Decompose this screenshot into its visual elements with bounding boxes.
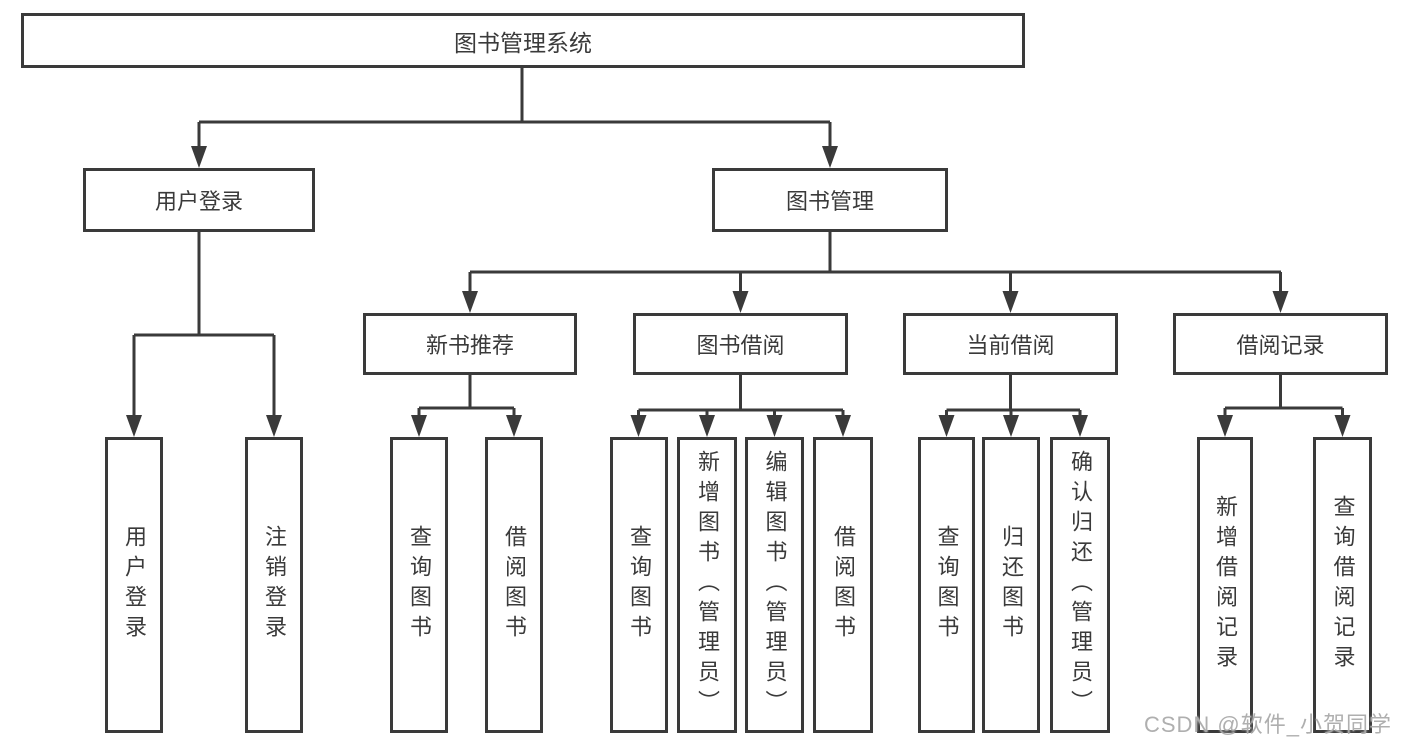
leaf-add-book-admin-label: 新增图书（管理员） — [695, 450, 720, 720]
leaf-logout-label: 注销登录 — [262, 525, 287, 645]
leaf-user-login-label: 用户登录 — [122, 525, 147, 645]
watermark: CSDN @软件_小贺同学 — [1143, 712, 1392, 737]
leaf-borrow-books-recommend-label: 借阅图书 — [502, 525, 527, 645]
node-borrow-records: 借阅记录 — [1173, 313, 1388, 375]
leaf-edit-book-admin: 编辑图书（管理员） — [745, 437, 804, 733]
leaf-borrow-books-recommend: 借阅图书 — [485, 437, 543, 733]
leaf-add-book-admin: 新增图书（管理员） — [677, 437, 737, 733]
node-user-login: 用户登录 — [83, 168, 315, 232]
leaf-edit-book-admin-label: 编辑图书（管理员） — [762, 450, 788, 720]
node-new-book-recommend-label: 新书推荐 — [425, 333, 514, 358]
node-book-borrow-label: 图书借阅 — [696, 333, 785, 358]
arrowheads — [126, 146, 1351, 437]
connector-segments — [132, 68, 1344, 417]
leaf-query-borrow-record: 查询借阅记录 — [1313, 437, 1372, 733]
node-new-book-recommend: 新书推荐 — [363, 313, 577, 375]
node-book-management-label: 图书管理 — [785, 189, 874, 214]
leaf-query-books-recommend: 查询图书 — [390, 437, 448, 733]
leaf-confirm-return-admin: 确认归还（管理员） — [1050, 437, 1110, 733]
leaf-query-books-current: 查询图书 — [918, 437, 975, 733]
leaf-logout: 注销登录 — [245, 437, 303, 733]
leaf-add-borrow-record: 新增借阅记录 — [1197, 437, 1253, 733]
leaf-confirm-return-admin-label: 确认归还（管理员） — [1068, 450, 1093, 720]
node-book-borrow: 图书借阅 — [633, 313, 848, 375]
leaf-query-borrow-record-label: 查询借阅记录 — [1330, 495, 1356, 675]
leaf-query-books-borrow: 查询图书 — [610, 437, 668, 733]
leaf-borrow-books-label: 借阅图书 — [831, 525, 856, 645]
leaf-return-book-label: 归还图书 — [999, 525, 1024, 645]
leaf-query-books-current-label: 查询图书 — [934, 525, 960, 645]
node-user-login-label: 用户登录 — [154, 189, 243, 214]
node-root: 图书管理系统 — [21, 13, 1025, 68]
node-borrow-records-label: 借阅记录 — [1236, 333, 1325, 358]
leaf-query-books-recommend-label: 查询图书 — [407, 525, 432, 645]
node-current-borrow-label: 当前借阅 — [966, 333, 1055, 358]
leaf-add-borrow-record-label: 新增借阅记录 — [1213, 495, 1238, 675]
leaf-return-book: 归还图书 — [982, 437, 1040, 733]
leaf-borrow-books: 借阅图书 — [813, 437, 873, 733]
node-book-management: 图书管理 — [712, 168, 948, 232]
node-root-label: 图书管理系统 — [454, 29, 592, 56]
leaf-user-login: 用户登录 — [105, 437, 163, 733]
node-current-borrow: 当前借阅 — [903, 313, 1118, 375]
leaf-query-books-borrow-label: 查询图书 — [627, 525, 652, 645]
